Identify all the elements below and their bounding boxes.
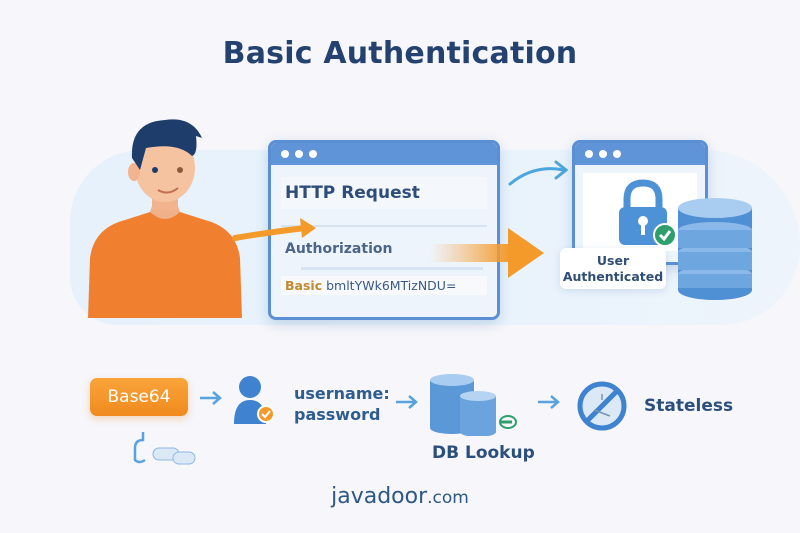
user-illustration [88, 119, 242, 318]
window-dot-icon [613, 150, 621, 158]
db-lookup-label: DB Lookup [432, 443, 535, 463]
arrow-right-icon [396, 395, 418, 409]
stateless-label: Stateless [644, 396, 734, 416]
badge-line-2: Authenticated [562, 268, 664, 284]
window-dot-icon [295, 150, 303, 158]
database-icon [678, 198, 752, 300]
page-title: Basic Authentication [222, 36, 578, 71]
request-title: HTTP Request [281, 177, 487, 209]
lock-icon [619, 179, 677, 247]
check-badge-icon [653, 223, 677, 247]
cable-icon [133, 432, 196, 465]
window-title-bar [575, 143, 705, 165]
brand-name: javadoor [331, 484, 428, 509]
base64-badge: Base64 [90, 378, 188, 416]
window-dot-icon [599, 150, 607, 158]
divider [281, 225, 487, 227]
brand-footer: javadoor.com [0, 484, 800, 509]
user-check-icon [234, 376, 275, 424]
database-icon [430, 374, 517, 436]
window-dot-icon [309, 150, 317, 158]
brand-tld: .com [427, 488, 469, 508]
http-request-window: HTTP Request Authorization Basic bmltYWk… [268, 140, 500, 320]
auth-token: bmltYWk6MTizNDU= [326, 278, 457, 293]
window-title-bar [271, 143, 497, 165]
credentials-line-2: password [294, 404, 381, 424]
authorization-header-label: Authorization [285, 241, 393, 257]
authorization-header-value: Basic bmltYWk6MTizNDU= [281, 276, 487, 295]
credentials-line-1: username: [294, 384, 390, 403]
window-dot-icon [585, 150, 593, 158]
arrow-right-icon [200, 391, 222, 405]
badge-line-1: User [596, 253, 630, 268]
no-session-icon [577, 381, 627, 431]
divider [301, 267, 483, 270]
blue-arrow-icon [508, 160, 569, 186]
window-dot-icon [281, 150, 289, 158]
user-authenticated-badge: User Authenticated [560, 248, 666, 290]
credentials-label: username: password [294, 384, 390, 426]
arrow-right-icon [538, 395, 560, 409]
auth-scheme: Basic [285, 278, 323, 293]
orange-arrow-icon [232, 218, 544, 278]
